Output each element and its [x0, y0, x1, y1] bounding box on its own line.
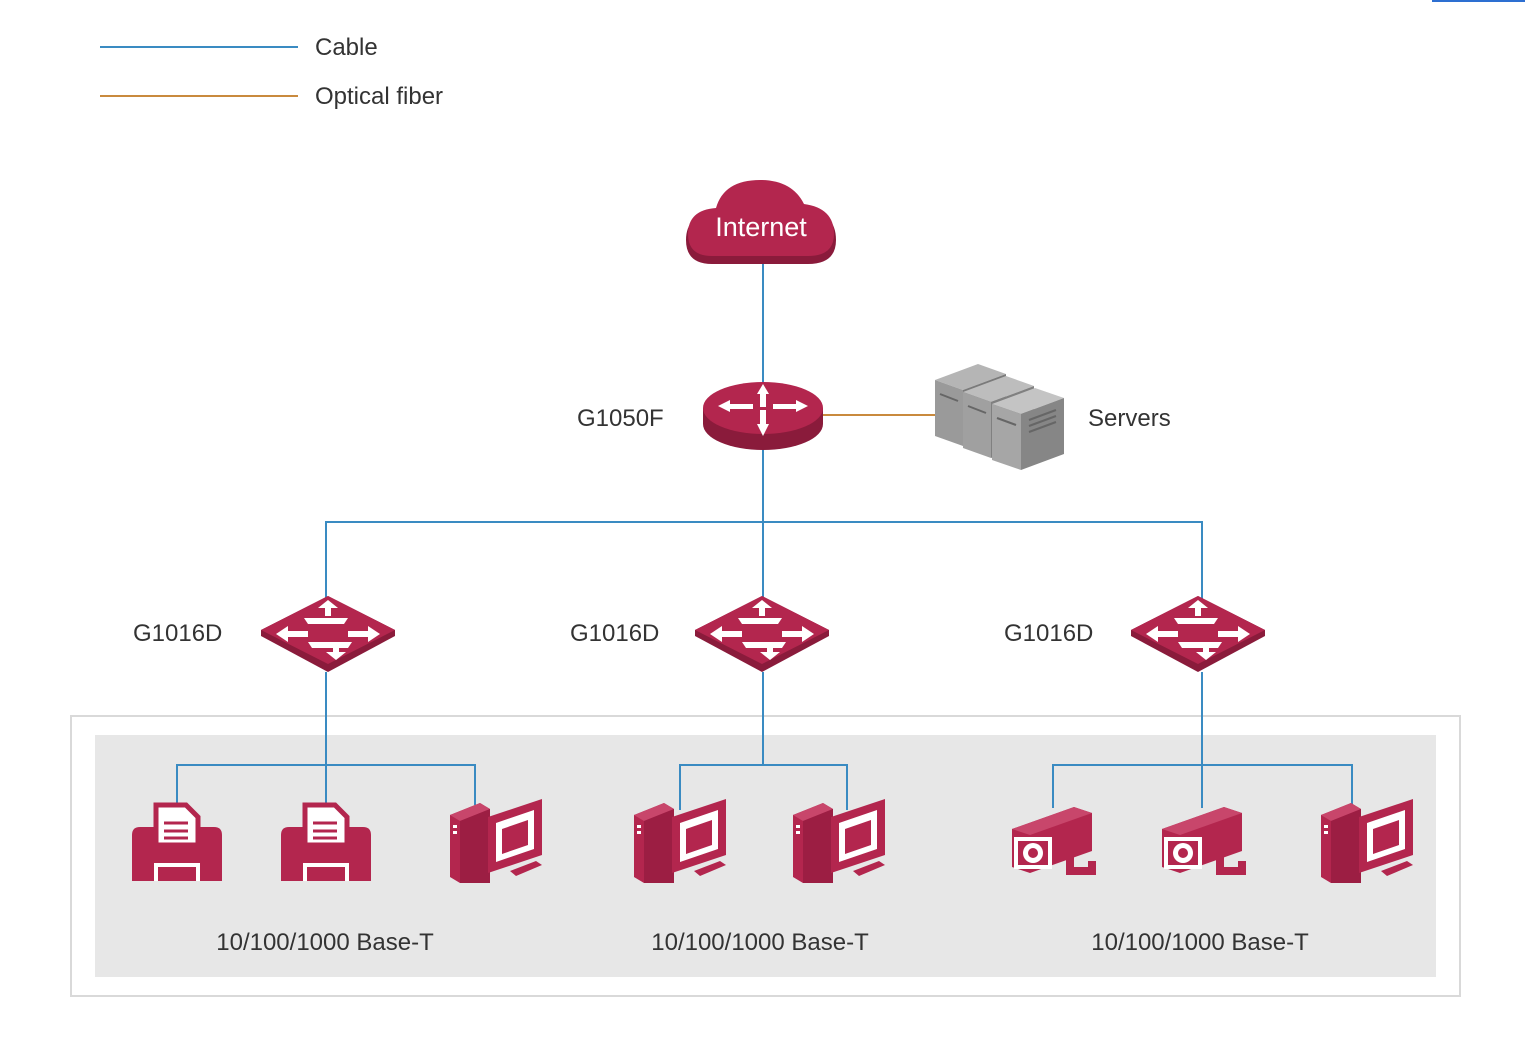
- core-switch-node: G1050F: [577, 382, 823, 450]
- server-rack-icon: [935, 364, 1064, 470]
- switch-icon: [1131, 596, 1265, 672]
- legend-cable-label: Cable: [315, 34, 378, 61]
- internet-label: Internet: [715, 212, 807, 242]
- segment-label: 10/100/1000 Base-T: [1091, 929, 1309, 956]
- segment-label: 10/100/1000 Base-T: [216, 929, 434, 956]
- segment-3-devices: 10/100/1000 Base-T: [1012, 799, 1413, 956]
- segment-2-devices: 10/100/1000 Base-T: [634, 799, 885, 956]
- segment-1-devices: 10/100/1000 Base-T: [132, 799, 542, 956]
- internet-node: Internet: [686, 180, 836, 264]
- access-switch-label: G1016D: [1004, 620, 1093, 647]
- access-switch-label: G1016D: [570, 620, 659, 647]
- access-switch-3: G1016D: [1004, 596, 1265, 672]
- legend: Cable Optical fiber: [100, 34, 443, 110]
- top-accent-bar: [1432, 0, 1525, 2]
- access-switch-2: G1016D: [570, 596, 829, 672]
- cloud-icon: [686, 180, 836, 264]
- switch-icon: [695, 596, 829, 672]
- segment-label: 10/100/1000 Base-T: [651, 929, 869, 956]
- legend-fiber-label: Optical fiber: [315, 83, 443, 110]
- cable-switch3-branch: [1052, 764, 1353, 808]
- servers-label: Servers: [1088, 405, 1171, 432]
- cable-switch1-branch: [176, 764, 476, 805]
- cable-switch2-branch: [679, 764, 848, 810]
- access-switch-1: G1016D: [133, 596, 395, 672]
- core-switch-label: G1050F: [577, 405, 664, 432]
- switch-icon: [261, 596, 395, 672]
- endpoint-panel-border: [70, 715, 1461, 997]
- access-switch-label: G1016D: [133, 620, 222, 647]
- cable-links: [176, 262, 1353, 810]
- cable-core-distribution: [325, 521, 1203, 600]
- servers-node: Servers: [935, 364, 1171, 470]
- router-icon: [703, 382, 823, 450]
